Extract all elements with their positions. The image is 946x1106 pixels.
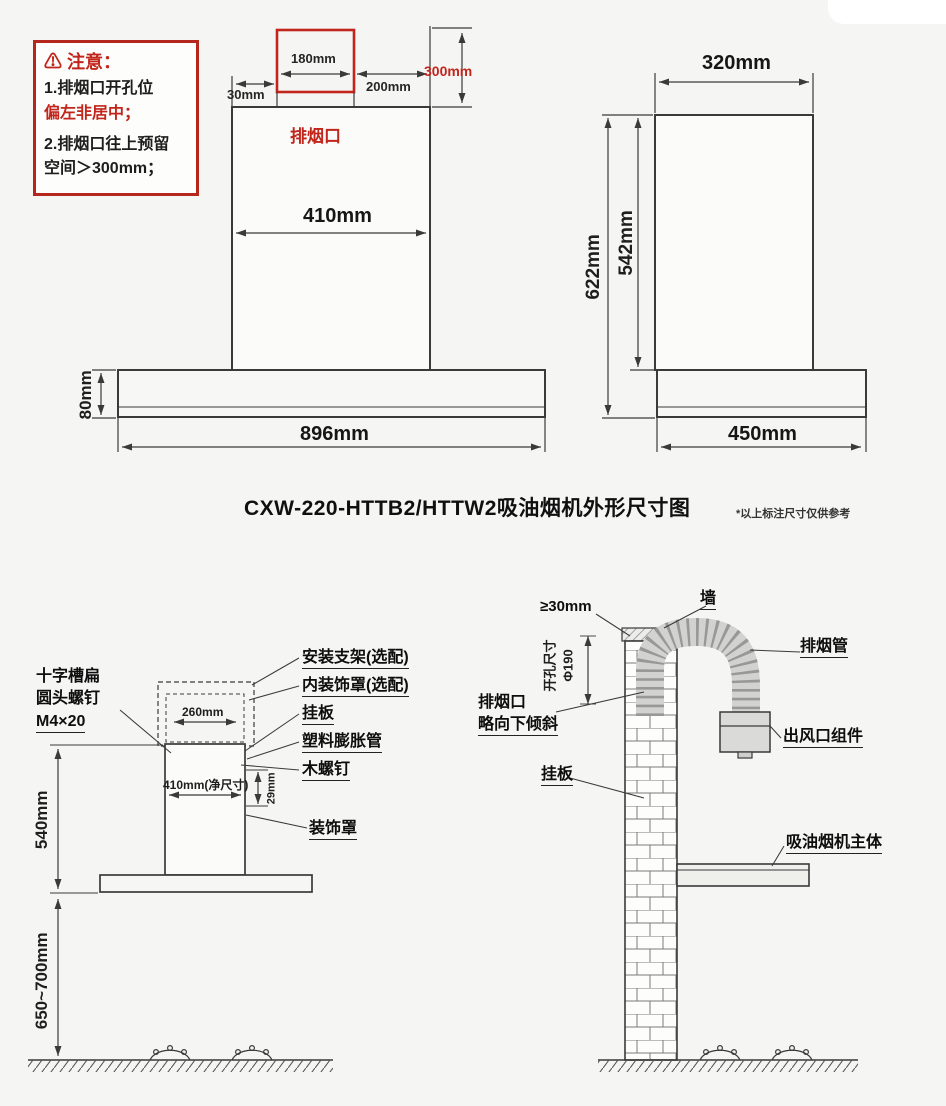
anchor-label: 塑料膨胀管: [302, 733, 383, 754]
exhaust-duct: [636, 617, 760, 716]
stove-left: [149, 1044, 273, 1061]
hood-body-plate: [99, 874, 313, 893]
dim-410mm: 410mm: [303, 205, 372, 227]
dim-410mm-net: 410mm(净尺寸): [163, 778, 249, 792]
notice-line-3: 2.排烟口往上预留: [44, 135, 170, 153]
front-chimney-outline: [231, 106, 431, 371]
wood-screw-label: 木螺钉: [302, 761, 351, 782]
outlet-component-label: 出风口组件: [783, 728, 864, 749]
hole-size-label: 开孔尺寸: [542, 639, 558, 692]
hang-plate-label-left: 挂板: [302, 705, 335, 726]
install-front-drawing: [28, 657, 333, 1072]
warning-title: ⚠ 注意：: [44, 48, 188, 74]
inner-cover-dashed: [165, 693, 245, 743]
hole-diameter-label: Φ190: [560, 649, 576, 682]
stove-right: [699, 1044, 813, 1061]
dim-542mm: 542mm: [616, 210, 638, 276]
notice-line-2: 偏左非居中；: [44, 104, 141, 122]
front-view-drawing: [92, 26, 546, 452]
decorative-cover-label: 装饰罩: [309, 820, 358, 841]
decorative-cover-outline: [164, 743, 246, 876]
dim-200mm: 200mm: [366, 79, 411, 94]
dim-896mm: 896mm: [300, 423, 369, 445]
wall-label: 墙: [700, 590, 717, 611]
dim-650-700mm: 650~700mm: [32, 932, 52, 1030]
notice-line-1: 1.排烟口开孔位: [44, 80, 154, 97]
exhaust-port-highlight-box: [275, 28, 356, 94]
side-chimney-outline: [654, 114, 814, 371]
hood-body-side: [676, 863, 810, 887]
dim-30mm: 30mm: [227, 87, 265, 102]
hood-body-label: 吸油烟机主体: [786, 834, 883, 855]
screw-label-line3: M4×20: [36, 713, 86, 734]
outlet-tilt-label-line1: 排烟口: [478, 694, 527, 711]
side-view-drawing: [602, 73, 867, 452]
dim-320mm: 320mm: [702, 52, 771, 74]
dim-450mm: 450mm: [728, 423, 797, 445]
notice-line-4: 空间＞300mm；: [44, 160, 164, 178]
side-dimension-arrows: [604, 78, 861, 451]
air-outlet-component: [719, 711, 771, 759]
dim-80mm: 80mm: [76, 370, 96, 420]
front-hood-base: [117, 369, 546, 418]
warning-title-text: 注意：: [67, 52, 122, 72]
hang-plate-label-right: 挂板: [541, 766, 574, 787]
dim-540mm: 540mm: [32, 790, 52, 850]
caption-note: *以上标注尺寸仅供参考: [736, 508, 851, 520]
dim-622mm: 622mm: [583, 234, 605, 300]
install-front-leader-lines: [119, 657, 308, 829]
warning-icon: ⚠: [44, 52, 62, 72]
ground-left: [28, 1059, 333, 1072]
dim-ge-30mm: ≥30mm: [540, 598, 592, 615]
side-hood-base: [656, 369, 867, 418]
install-side-leader-lines: [555, 605, 801, 867]
dim-180mm: 180mm: [291, 51, 336, 66]
screen-corner-mask: [828, 0, 946, 24]
front-dimension-arrows: [97, 33, 541, 451]
install-front-dimensions: [54, 718, 262, 1056]
diagram-caption: CXW-220-HTTB2/HTTW2吸油烟机外形尺寸图: [244, 497, 691, 520]
dim-29mm: 29mm: [265, 772, 278, 805]
dim-300mm: 300mm: [424, 63, 473, 79]
duct-label: 排烟管: [800, 638, 849, 659]
screw-label-line2: 圆头螺钉: [36, 690, 101, 707]
bracket-label: 安装支架(选配): [302, 649, 409, 670]
dim-260mm: 260mm: [182, 705, 224, 719]
ground-right: [598, 1059, 858, 1072]
inner-cover-label: 内装饰罩(选配): [302, 677, 409, 698]
outlet-tilt-label-line2: 略向下倾斜: [478, 716, 559, 737]
screw-label-line1: 十字槽扁: [36, 668, 101, 685]
install-side-drawing: [555, 605, 858, 1072]
warning-notice-box: ⚠ 注意： 1.排烟口开孔位 偏左非居中； 2.排烟口往上预留 空间＞300mm…: [33, 40, 199, 196]
exhaust-port-label: 排烟口: [290, 127, 341, 146]
